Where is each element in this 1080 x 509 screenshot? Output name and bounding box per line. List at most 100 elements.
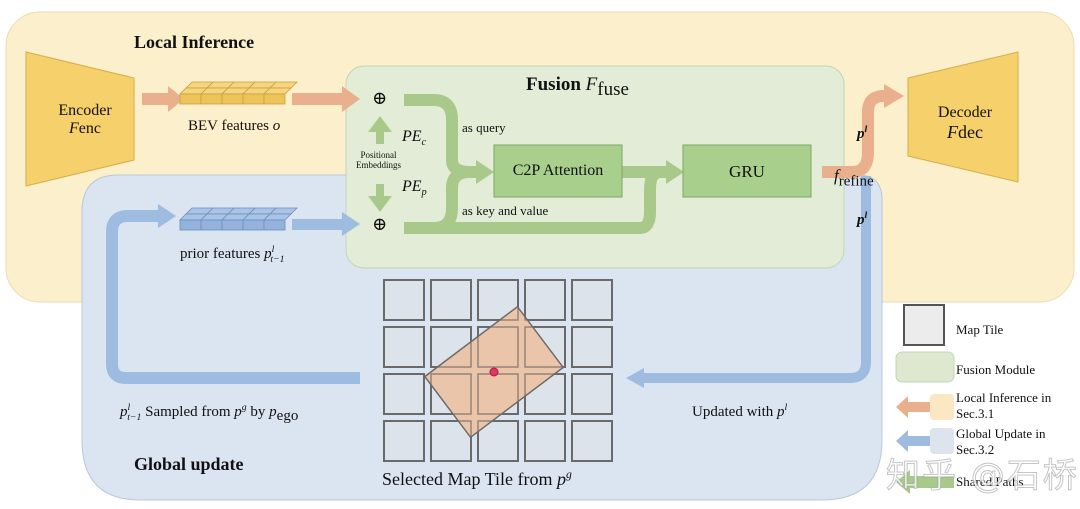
fusion-title: Fusion Ffuse xyxy=(526,74,629,101)
f-refine-symbol: f xyxy=(834,166,839,185)
legend-local-inference-line1: Local Inference in xyxy=(956,390,1052,405)
p-t-upper-sup: l xyxy=(864,124,868,135)
map-tile-outline xyxy=(571,420,613,462)
legend-local-inference-line2: Sec.3.1 xyxy=(956,406,995,421)
fusion-title-text: Fusion xyxy=(526,74,581,95)
selected-pg-symbol: p xyxy=(556,469,566,489)
c2p-attention-label: C2P Attention xyxy=(512,162,604,179)
map-tile xyxy=(571,420,613,462)
tensor-front-cell xyxy=(221,219,244,231)
p-ego-sub: ego xyxy=(276,408,299,424)
prior-features-tensor xyxy=(179,207,298,231)
map-tile-outline xyxy=(571,373,613,415)
legend-global-update-line2: Sec.3.2 xyxy=(956,442,995,457)
oplus-bottom: ⊕ xyxy=(372,214,388,234)
local-inference-arrows xyxy=(142,86,360,112)
updated-with-text: Updated with xyxy=(692,404,777,420)
map-tile-outline xyxy=(571,279,613,321)
map-tile-outline xyxy=(430,279,472,321)
map-tile-outline xyxy=(524,373,566,415)
selected-pg-sup: g xyxy=(565,468,572,481)
oplus-top: ⊕ xyxy=(372,88,388,108)
map-tile-outline xyxy=(383,373,425,415)
as-key-value-label: as key and value xyxy=(462,203,549,218)
map-tile-outline xyxy=(430,420,472,462)
pe-c-sub: c xyxy=(421,137,427,149)
map-tile xyxy=(571,326,613,368)
encoder-block xyxy=(25,51,135,187)
p-ego-symbol: p xyxy=(269,404,277,420)
p-t-lower-label: pl xyxy=(857,210,867,229)
global-update-title: Global update xyxy=(134,454,244,474)
as-query-label: as query xyxy=(462,120,506,135)
tensor-front-cell xyxy=(242,219,265,231)
ego-position-marker xyxy=(489,367,499,377)
gru-label: GRU xyxy=(729,162,765,181)
sampled-p-sub: t−1 xyxy=(127,412,142,423)
watermark: 知乎 @石桥 xyxy=(886,456,1079,497)
tensor-front-cell xyxy=(221,93,244,105)
sampled-p-symbol: p xyxy=(120,404,128,420)
map-tile xyxy=(571,373,613,415)
legend-swatches xyxy=(895,304,955,494)
legend-map-tile-label: Map Tile xyxy=(956,322,1004,337)
bev-features-tensor xyxy=(179,81,298,105)
pe-c-label: PEc xyxy=(402,128,426,148)
decoder-block xyxy=(907,51,1019,183)
sampled-pg-sup: g xyxy=(241,402,247,413)
map-tile xyxy=(571,279,613,321)
map-tile xyxy=(524,420,566,462)
tensor-front-cell xyxy=(263,219,286,231)
map-tile-outline xyxy=(524,326,566,368)
tensor-front-cell xyxy=(242,93,265,105)
encoder-label: Encoder Fenc xyxy=(50,102,120,138)
pe-c-text: PE xyxy=(402,128,422,145)
pe-p-text: PE xyxy=(402,178,422,195)
pe-p-label: PEp xyxy=(402,178,427,198)
map-tile xyxy=(524,279,566,321)
map-grid xyxy=(383,279,613,462)
positional-embeddings-line1: Positional xyxy=(360,150,397,160)
updated-p-symbol: p xyxy=(776,404,785,420)
legend-shared-paths-label: Shared Paths xyxy=(956,474,1024,489)
encoder-subscript: enc xyxy=(78,120,101,137)
positional-embeddings-line2: Embeddings xyxy=(356,160,401,170)
sampled-pg-symbol: p xyxy=(234,404,242,420)
map-tile-outline xyxy=(430,326,472,368)
decoder-arrowhead xyxy=(884,84,904,108)
global-update-arrows xyxy=(106,176,871,388)
map-tile-outline xyxy=(477,420,519,462)
orange-arrow-icon xyxy=(896,396,930,418)
map-tile-outline xyxy=(524,279,566,321)
tensor-front-cell xyxy=(263,93,286,105)
map-tile-swatch xyxy=(903,304,945,346)
decoder-symbol: F xyxy=(947,122,958,142)
encoder-symbol: F xyxy=(69,120,79,137)
decoder-label: Decoder Fdec xyxy=(930,104,1000,143)
blue-arrow-icon xyxy=(896,430,930,452)
map-tile xyxy=(383,279,425,321)
prior-features-label: prior features plt−1 xyxy=(180,244,285,265)
updated-p-sup: l xyxy=(784,402,788,413)
map-tile-outline xyxy=(383,279,425,321)
prior-symbol: p xyxy=(264,246,272,262)
tensor-front-cell xyxy=(179,93,202,105)
p-t-upper-symbol: p xyxy=(857,126,865,142)
local-inference-title: Local Inference xyxy=(134,32,255,52)
map-tile-outline xyxy=(571,326,613,368)
fusion-module-swatch xyxy=(895,351,955,383)
legend-fusion-module-label: Fusion Module xyxy=(956,362,1036,377)
bev-symbol: o xyxy=(272,118,281,134)
pe-p-sub: p xyxy=(421,187,427,199)
f-refine-sub: refine xyxy=(838,173,874,190)
gru-block xyxy=(682,144,812,198)
prior-features-text: prior features xyxy=(180,246,265,262)
fusion-symbol: F xyxy=(585,74,598,95)
p-t-lower-sup: l xyxy=(864,210,868,221)
sampled-p-sup: l xyxy=(127,402,131,413)
bev-features-label: BEV features o xyxy=(188,118,280,135)
p-t-lower-symbol: p xyxy=(857,212,865,228)
